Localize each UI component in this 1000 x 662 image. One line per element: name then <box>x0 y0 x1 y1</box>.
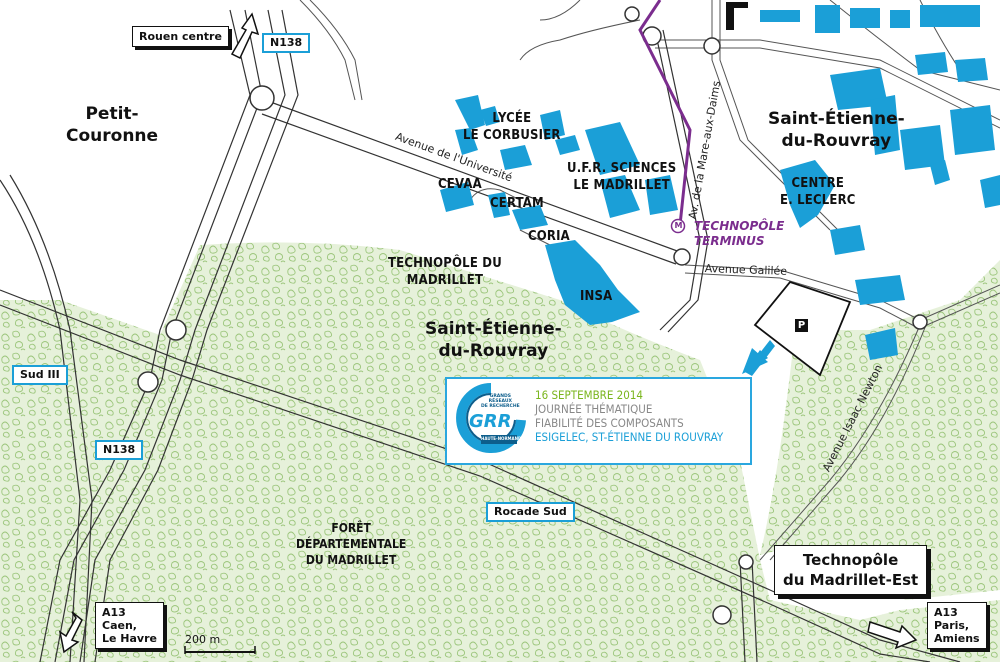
event-line3: FIABILITÉ DES COMPOSANTS <box>535 416 684 430</box>
label-cevaa: CEVAA <box>438 177 482 192</box>
event-date: 16 SEPTEMBRE 2014 <box>535 388 644 402</box>
label-certam: CERTAM <box>490 196 544 211</box>
sign-sud-iii: Sud III <box>12 365 68 385</box>
event-line2: JOURNÉE THÉMATIQUE <box>535 402 653 416</box>
roundabouts <box>137 6 928 625</box>
sign-rouen-centre: Rouen centre <box>132 26 229 47</box>
tram-station-icon <box>670 218 686 234</box>
arrow-north-icon <box>230 12 260 60</box>
event-text: 16 SEPTEMBRE 2014 JOURNÉE THÉMATIQUE FIA… <box>535 388 723 444</box>
dark-blocks <box>726 2 748 30</box>
tram-station-marker: M <box>674 221 683 230</box>
town-st-etienne-north: Saint-Étienne-du-Rouvray <box>768 109 905 151</box>
arrow-east-icon <box>867 621 918 650</box>
grr-logo-icon <box>456 383 526 453</box>
parking-icon: P <box>795 319 808 332</box>
grr-logo-region: HAUTE-NORMANDIE <box>481 436 526 441</box>
town-st-etienne-center: Saint-Étienne-du-Rouvray <box>425 319 562 361</box>
town-petit-couronne: Petit-Couronne <box>66 104 159 146</box>
scale-label: 200 m <box>185 633 221 646</box>
grr-logo-title: GRR <box>469 411 512 432</box>
sign-n138-bottom: N138 <box>95 440 144 460</box>
sign-rocade-sud: Rocade Sud <box>486 502 575 522</box>
tram-line <box>638 0 692 226</box>
buildings <box>440 5 1000 360</box>
event-venue: ESIGELEC, ST-ÉTIENNE DU ROUVRAY <box>535 430 724 444</box>
label-insa: INSA <box>580 289 613 304</box>
label-coria: CORIA <box>528 229 570 244</box>
sign-n138-top: N138 <box>262 33 311 53</box>
arrow-south-west-icon <box>58 611 83 654</box>
